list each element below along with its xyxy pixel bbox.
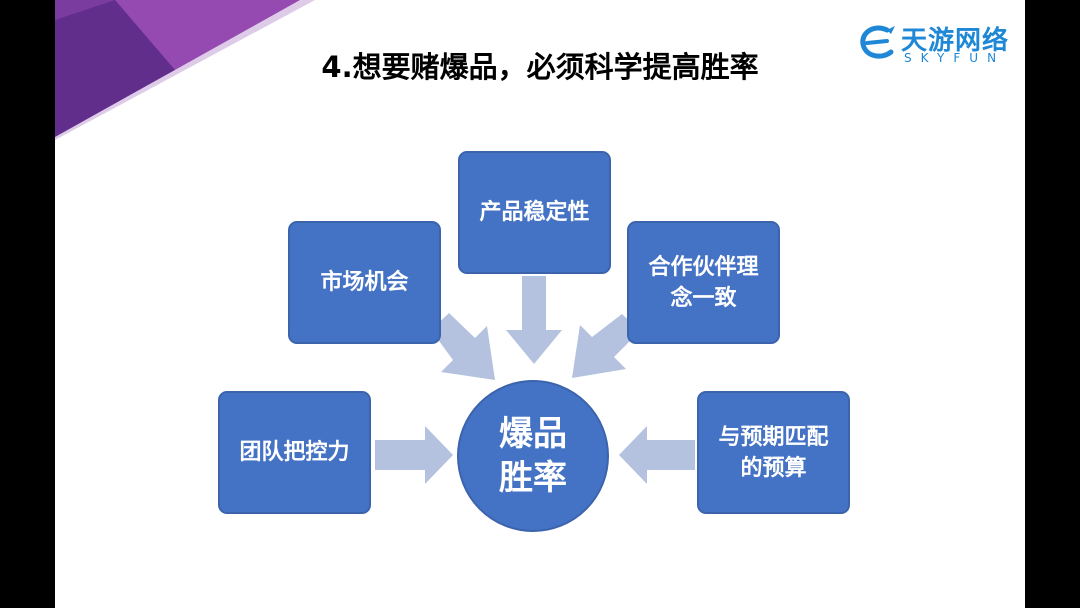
skyfun-logo-icon	[860, 25, 895, 59]
arrow-left-icon	[375, 426, 453, 484]
center-circle: 爆品 胜率	[457, 380, 609, 532]
node-upper-right-label: 合作伙伴理 念一致	[648, 254, 759, 311]
node-upper-right: 合作伙伴理 念一致	[627, 221, 780, 344]
corner-decoration	[55, 0, 315, 140]
arrows-layer	[375, 276, 695, 484]
center-label: 爆品 胜率	[499, 414, 567, 498]
node-upper-left: 市场机会	[288, 221, 441, 344]
logo-text-cn: 天游网络	[901, 26, 1010, 56]
node-upper-left-label: 市场机会	[320, 270, 409, 295]
arrow-top-icon	[506, 276, 562, 364]
arrow-upper-left-icon	[431, 313, 495, 380]
node-left: 团队把控力	[218, 391, 371, 514]
company-logo: 天游网络 SKYFUN	[857, 20, 1017, 66]
node-top: 产品稳定性	[458, 151, 611, 274]
arrow-right-icon	[619, 426, 695, 484]
logo-text-en: SKYFUN	[904, 51, 1006, 65]
arrow-upper-right-icon	[572, 314, 640, 378]
node-right: 与预期匹配 的预算	[697, 391, 850, 514]
slide: 4.想要赌爆品，必须科学提高胜率 天游网络 SKYFUN 产品稳定性 市场机会 …	[55, 0, 1025, 608]
slide-title: 4.想要赌爆品，必须科学提高胜率	[321, 50, 759, 84]
node-left-label: 团队把控力	[239, 440, 350, 465]
node-right-label: 与预期匹配 的预算	[718, 424, 829, 481]
node-top-label: 产品稳定性	[479, 200, 590, 225]
